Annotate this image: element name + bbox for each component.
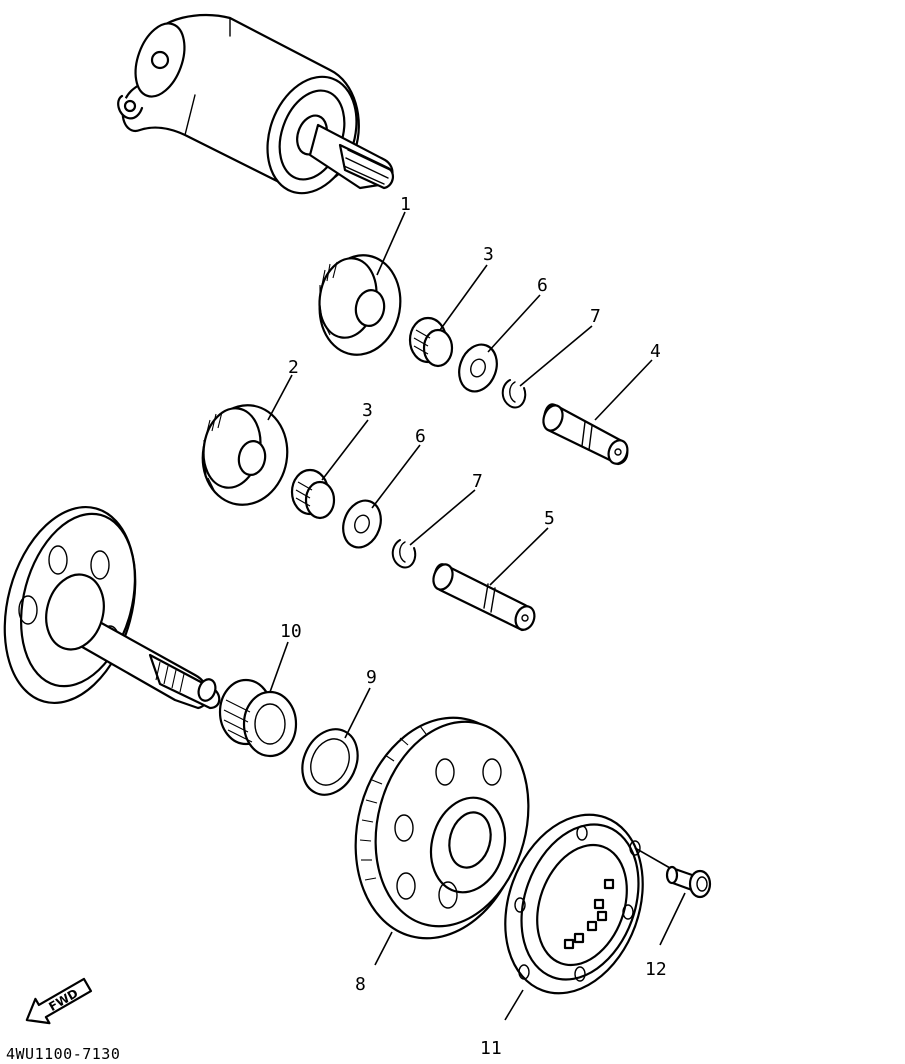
callout-9: 9 [366,667,377,688]
gear-1 [318,254,402,356]
callout-3-upper: 3 [483,244,494,265]
bolt-12 [665,865,712,899]
shaft-4 [542,403,629,466]
callout-8: 8 [355,974,366,995]
callout-6-upper: 6 [537,275,548,296]
fwd-arrow-icon: FWD [25,977,93,1025]
diagram-code: 4WU1100-7130 [6,1045,121,1063]
callout-labels: 1 2 3 3 4 5 6 6 7 7 8 9 10 11 12 [280,194,667,1059]
leader-lines [267,211,686,1021]
callout-1: 1 [400,194,411,215]
callout-11: 11 [480,1038,502,1059]
needle-bearing-3-lower [290,468,336,520]
callout-6-lower: 6 [415,426,426,447]
callout-5: 5 [544,508,555,529]
callout-7-upper: 7 [590,306,601,327]
one-way-clutch-11 [504,813,644,995]
washer-9 [301,728,359,796]
needle-bearing-10 [218,678,298,758]
starter-wheel-gear-8 [354,716,530,940]
circlip-7-upper [501,379,527,409]
callout-7-lower: 7 [472,471,483,492]
gear-2 [201,404,289,506]
flywheel-clutch-assembly [3,505,221,710]
callout-12: 12 [645,959,667,980]
callout-4: 4 [650,341,661,362]
callout-3-lower: 3 [362,400,373,421]
washer-6-lower [342,499,382,549]
needle-bearing-3-upper [408,316,454,368]
callout-10: 10 [280,621,302,642]
shaft-5 [432,563,536,632]
starter-motor [117,13,394,195]
washer-6-upper [458,343,498,393]
callout-2: 2 [288,357,299,378]
circlip-7-lower [391,539,417,569]
